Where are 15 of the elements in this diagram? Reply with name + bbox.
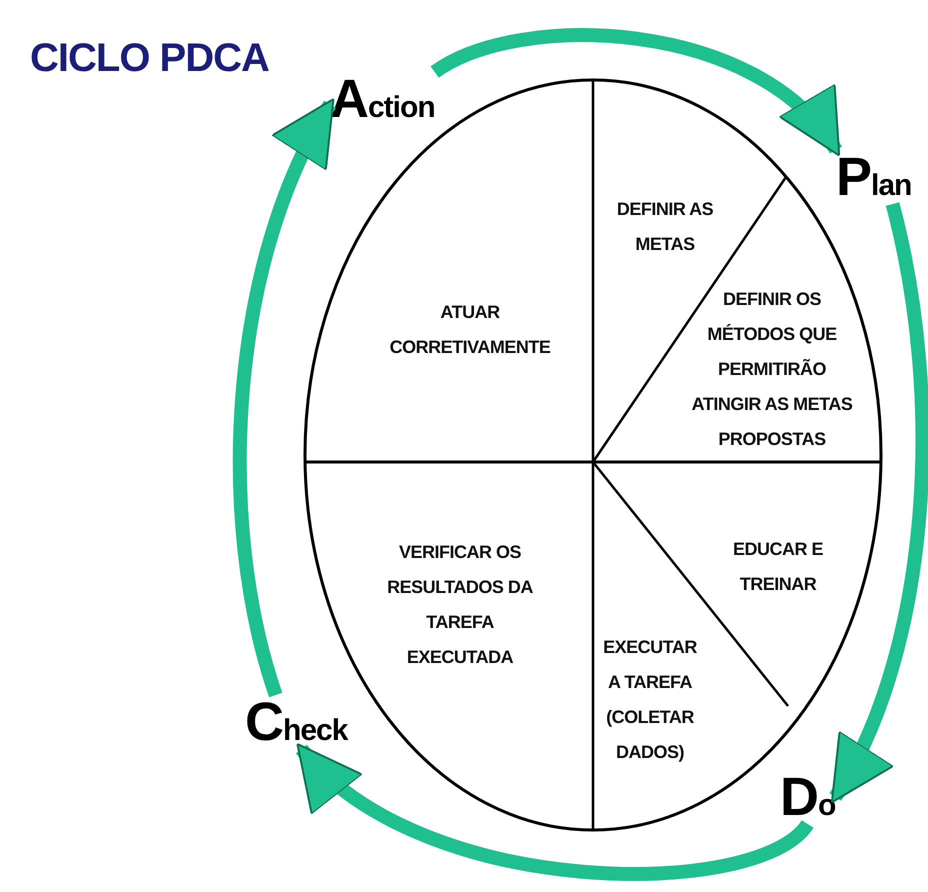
sector-label: VERIFICAR OS RESULTADOS DA TAREFA EXECUTADA: [380, 535, 540, 675]
sector-label: EDUCAR E TREINAR: [722, 532, 834, 602]
phase-label: Do: [780, 770, 836, 824]
cycle-arrow: [431, 28, 842, 156]
sector-label: EXECUTAR A TAREFA (COLETAR DADOS): [600, 630, 700, 770]
phase-label: Action: [330, 72, 435, 126]
sector-label: DEFINIR AS METAS: [600, 192, 730, 262]
diagram-title: CICLO PDCA: [30, 36, 269, 81]
sector-label: DEFINIR OS MÉTODOS QUE PERMITIRÃO ATINGIR AS METAS PROPOSTAS: [682, 282, 862, 457]
cycle-arrow: [296, 743, 813, 881]
sector-label: ATUAR CORRETIVAMENTE: [370, 295, 570, 365]
phase-label: Plan: [836, 150, 912, 204]
cycle-arrow: [829, 202, 928, 804]
cycle-arrow: [232, 98, 336, 697]
phase-label: Check: [245, 695, 348, 749]
